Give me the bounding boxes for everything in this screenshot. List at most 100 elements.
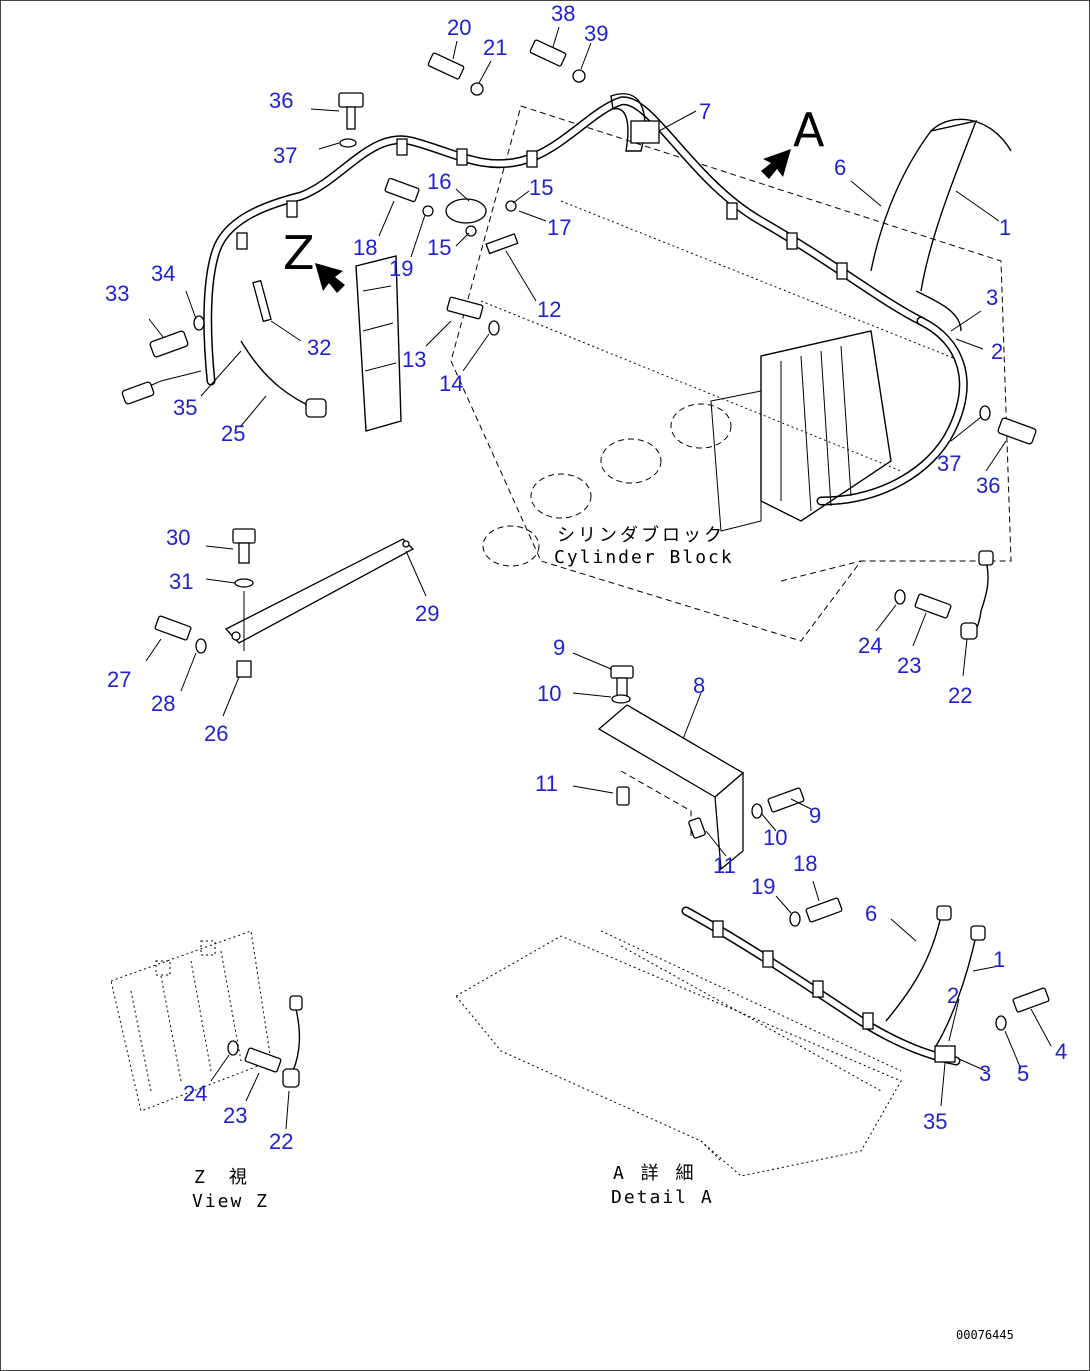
washer-24 (894, 589, 906, 605)
callout-26: 26 (204, 721, 228, 746)
leader-lines-bar (145, 545, 427, 717)
detail-clip (762, 950, 774, 968)
bar-hole (231, 631, 241, 641)
callout-25: 25 (221, 421, 245, 446)
callout-16: 16 (427, 169, 451, 194)
callout-6: 6 (834, 155, 846, 180)
spacer-11-right (688, 817, 706, 839)
callout-10: 10 (537, 681, 561, 706)
callout-3: 3 (986, 285, 998, 310)
callout-19b: 19 (751, 874, 775, 899)
washer-24-z (227, 1040, 239, 1056)
callout-15: 15 (529, 175, 553, 200)
cylinder-bore (530, 473, 592, 519)
bolt-35 (121, 381, 155, 405)
callout-34: 34 (151, 261, 175, 286)
bar-29-group (145, 528, 427, 717)
detail-a-hose-core (683, 908, 959, 1064)
callout-39: 39 (584, 21, 608, 46)
view-letter-a: A (793, 103, 825, 157)
clip (786, 232, 798, 250)
callout-23b: 23 (223, 1103, 247, 1128)
detail-hose-1 (935, 935, 977, 1047)
bolt-23-z (244, 1047, 282, 1073)
callout-6b: 6 (865, 901, 877, 926)
cover-8-side (714, 771, 744, 871)
drawing-code: 00076445 (956, 1328, 1014, 1342)
view-letter-z: Z (283, 226, 315, 280)
callout-1: 1 (999, 215, 1011, 240)
washer-28 (195, 638, 207, 654)
cylinder-block-label-jp: シリンダブロック (557, 524, 725, 546)
view-z-fitting (200, 940, 216, 956)
washer-10-top (611, 694, 631, 704)
duct-6-top (930, 118, 1012, 152)
washer-37-top (339, 138, 357, 148)
plate-12 (485, 232, 519, 255)
washer-37-right (979, 405, 991, 421)
callout-9: 9 (553, 635, 565, 660)
spacer-11-left (616, 786, 630, 806)
callout-10b: 10 (763, 825, 787, 850)
view-z-caption-jp: Z 視 (194, 1167, 250, 1188)
bolt-18-detail (805, 897, 843, 923)
washer-21 (470, 82, 484, 96)
washer-14 (488, 320, 500, 336)
bolt-4 (1012, 987, 1050, 1013)
view-z-caption-en: View Z (192, 1191, 269, 1212)
washer-10-right (751, 803, 763, 819)
bolt-23 (914, 593, 952, 619)
bolt-36-right (997, 417, 1037, 445)
callout-22: 22 (948, 683, 972, 708)
callout-8: 8 (693, 673, 705, 698)
detail-a-caption-jp: A 詳 細 (613, 1163, 697, 1184)
bolt-18 (384, 177, 420, 203)
callout-29: 29 (415, 601, 439, 626)
leader-lines-sensor (875, 604, 968, 677)
clip (236, 232, 248, 250)
pump-side (710, 390, 762, 532)
wire-22-z (292, 1008, 301, 1072)
bolt-9-top (610, 665, 634, 697)
clip (286, 200, 298, 218)
clip (396, 138, 408, 156)
leader-lines-cover (572, 652, 812, 857)
view-a-arrow (761, 149, 791, 179)
cover-8-group (572, 652, 812, 871)
detail-a-block (455, 935, 902, 1177)
duct-6-lower (915, 290, 962, 332)
leader-lines-view-z (210, 1054, 290, 1130)
detail-a-edges (600, 930, 902, 1162)
callout-11: 11 (535, 771, 558, 796)
callout-2: 2 (991, 339, 1003, 364)
callout-19: 19 (389, 256, 413, 281)
callout-36b: 36 (976, 473, 1000, 498)
clip (456, 148, 468, 166)
callout-37: 37 (273, 143, 297, 168)
callout-1b: 1 (993, 947, 1005, 972)
detail-clip (862, 1012, 874, 1030)
harness-hose-end-core (818, 318, 967, 504)
washer-19-detail (789, 911, 801, 927)
callout-14: 14 (439, 371, 463, 396)
bolt-9-right (767, 787, 805, 813)
bolt-32 (252, 279, 272, 323)
callout-17: 17 (547, 215, 571, 240)
duct-6 (870, 120, 978, 292)
spacer-26 (236, 660, 252, 678)
callout-7: 7 (699, 99, 711, 124)
callout-35: 35 (173, 395, 197, 420)
cylinder-bore (482, 525, 540, 567)
engine-edge-line (480, 300, 902, 472)
callout-24b: 24 (183, 1081, 207, 1106)
bolt-36-top (338, 92, 364, 130)
callout-11b: 11 (713, 853, 736, 878)
cylinder-bore (600, 438, 662, 484)
bolt-20 (427, 52, 465, 80)
cover-8-hidden (620, 770, 692, 836)
main-assembly (121, 26, 1037, 642)
callout-12: 12 (537, 297, 561, 322)
clip (836, 262, 848, 280)
washer-5 (995, 1015, 1007, 1031)
